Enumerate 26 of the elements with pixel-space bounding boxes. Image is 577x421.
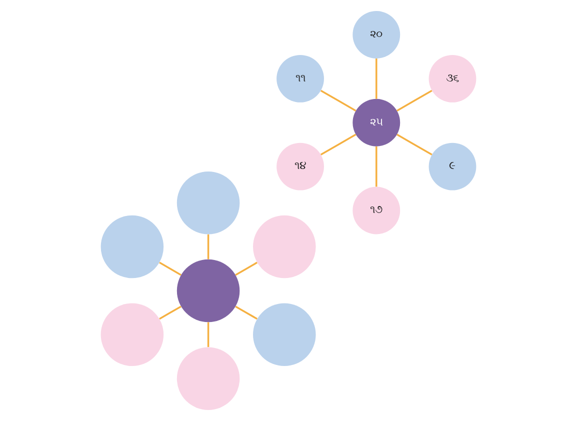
connector — [320, 90, 356, 112]
connector — [376, 146, 378, 187]
node-circle: ૧૭ — [352, 186, 400, 234]
connector — [159, 306, 182, 320]
node-circle: ૩૬ — [428, 54, 476, 102]
node-circle — [176, 171, 240, 234]
connector — [320, 134, 356, 156]
node-circle: ૨૦ — [352, 11, 400, 58]
node-circle — [253, 303, 316, 366]
node-circle — [176, 259, 240, 322]
node-circle: ૧૧ — [276, 54, 324, 102]
connector — [159, 262, 182, 276]
node-circle: ૯ — [428, 142, 476, 190]
connector — [376, 58, 378, 99]
connector — [235, 262, 258, 276]
node-circle — [100, 215, 164, 278]
node-circle: ૨૫ — [352, 98, 400, 146]
node-circle: ૧૪ — [276, 142, 324, 190]
node-circle — [176, 347, 240, 410]
connector — [396, 90, 432, 112]
connector — [235, 306, 258, 320]
connector — [207, 322, 210, 348]
connector — [396, 134, 432, 156]
node-circle — [253, 215, 316, 278]
node-circle — [100, 303, 164, 366]
connector — [207, 234, 210, 260]
